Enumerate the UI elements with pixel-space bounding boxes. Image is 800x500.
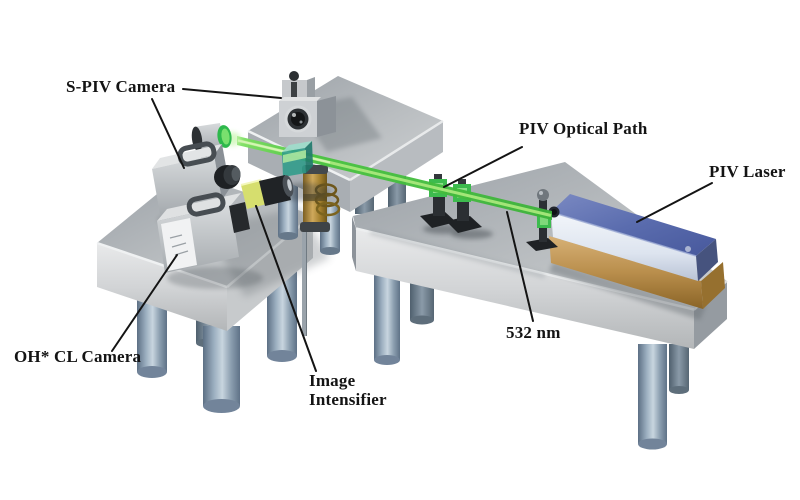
leader-image-intensifier [255, 205, 317, 372]
label-image-intensifier: Image Intensifier [309, 371, 387, 409]
laser-housing-end [696, 239, 718, 281]
test-section-side [305, 141, 313, 173]
leader-s-piv-top [182, 88, 282, 99]
table-leg [374, 270, 400, 365]
camera-body-top [279, 97, 321, 101]
label-piv-optical-path: PIV Optical Path [519, 119, 648, 138]
leader-lines [111, 88, 713, 372]
camera-body-side [317, 96, 336, 137]
leader-oh-cl-camera [111, 254, 178, 352]
lens-glint [299, 120, 303, 124]
table-front-left-face [97, 243, 227, 331]
camera-shadow [167, 267, 263, 289]
laser-shadow [549, 262, 706, 320]
laser-edge-highlight [550, 211, 697, 257]
top-s-piv-camera [279, 71, 336, 137]
laser-gold-base-front [549, 236, 703, 309]
sheet-optic-lens-inner [221, 128, 230, 145]
label-s-piv-camera: S-PIV Camera [66, 77, 176, 96]
laser-housing-front [551, 212, 698, 281]
platform-front-right-face [350, 121, 443, 212]
camera-lens-tip [231, 167, 241, 181]
table-left-face [352, 216, 356, 271]
leader-s-piv-side [151, 98, 185, 169]
lens-coupler [229, 202, 250, 233]
label-oh-cl-camera: OH* CL Camera [14, 347, 142, 366]
label-image-intensifier-line1: Image [309, 371, 356, 390]
laser-gold-base-side [701, 262, 725, 309]
table-leg [669, 344, 689, 394]
laser-logo-mark [685, 246, 691, 252]
piv-laser [548, 194, 725, 320]
optic-mount-knobbed [526, 189, 558, 251]
camera-bracket-slot [291, 82, 297, 102]
label-532nm: 532 nm [506, 323, 561, 342]
burner-base [300, 222, 330, 232]
table-right-face [694, 281, 727, 349]
beam-shadow [369, 229, 546, 279]
intensifier-highlight [240, 179, 262, 186]
camera-handle [177, 141, 217, 167]
laser-housing-top [551, 194, 716, 256]
label-piv-laser: PIV Laser [709, 162, 786, 181]
burner-support-rod [302, 230, 307, 336]
burner-coil [315, 201, 341, 217]
table-leg [638, 344, 667, 450]
beam-in-test-section [283, 150, 306, 163]
test-section-top [282, 141, 312, 152]
leader-532nm [506, 211, 534, 322]
camera-handle [186, 192, 226, 217]
leader-piv-optical-path [443, 146, 523, 188]
camera-knob [289, 71, 299, 81]
table-leg [203, 326, 240, 413]
lens-glint [292, 113, 296, 117]
laser-exit-aperture-inner [551, 209, 557, 215]
label-image-intensifier-line2: Intensifier [309, 390, 387, 409]
lens-glint [287, 179, 292, 191]
leader-piv-laser [636, 182, 713, 223]
camera-body-top [152, 144, 222, 169]
